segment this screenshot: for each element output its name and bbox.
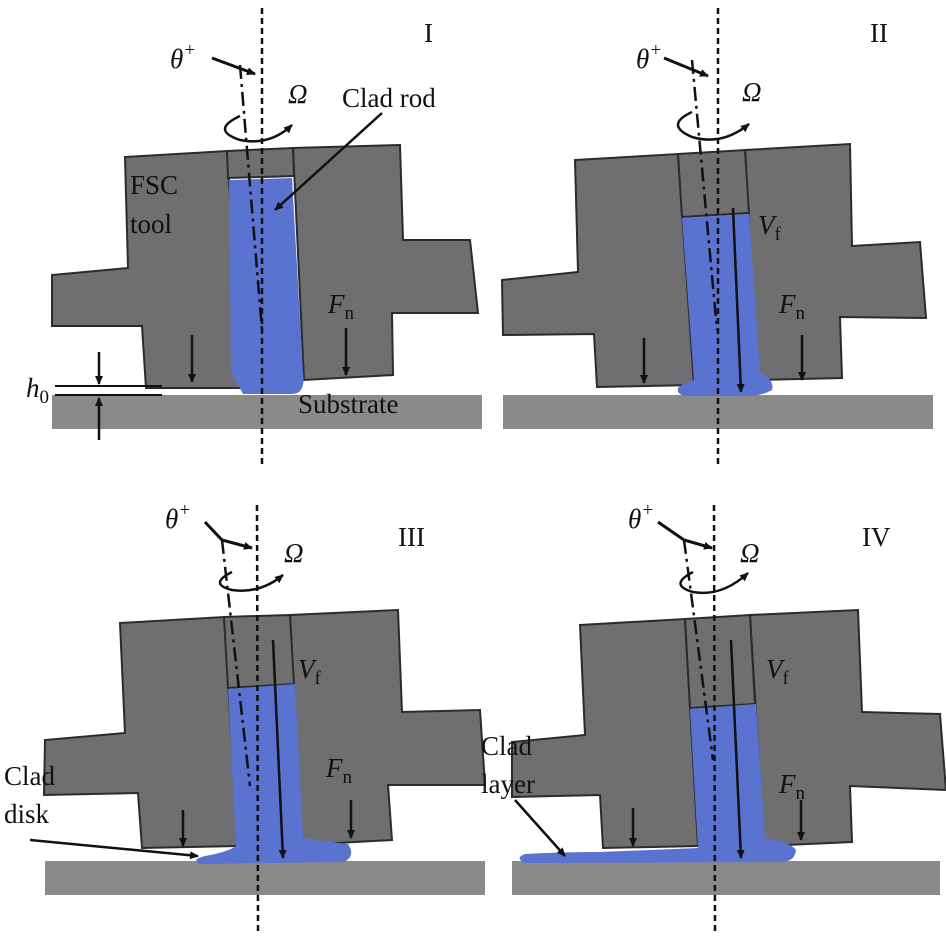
theta-arrow bbox=[203, 520, 253, 550]
tool-label-line1: FSC bbox=[130, 170, 178, 200]
feed-label-iii: Vf bbox=[298, 654, 322, 689]
rotation-arrow bbox=[679, 570, 749, 595]
panel-i: I θ+ Ω Clad rod FSC tool Fn Substrate h0 bbox=[26, 8, 482, 465]
tilted-axis bbox=[682, 539, 715, 761]
feed-arrow bbox=[271, 639, 287, 859]
theta-arrow bbox=[211, 56, 256, 76]
fsc-tool-bore-top bbox=[222, 613, 296, 690]
fsc-tool-left bbox=[511, 617, 700, 850]
clad-rod bbox=[677, 214, 773, 397]
stage-label-ii: II bbox=[870, 18, 888, 48]
omega-label-iv: Ω bbox=[740, 538, 760, 568]
omega-label-ii: Ω bbox=[742, 77, 762, 107]
gap-label: h0 bbox=[26, 373, 49, 408]
theta-label-i: θ+ bbox=[170, 40, 196, 74]
clad-rod-label: Clad rod bbox=[342, 83, 436, 113]
clad-disk-label-line1: Clad bbox=[4, 761, 55, 791]
clad-disk-label-line2: disk bbox=[4, 799, 50, 829]
rotation-arrow bbox=[218, 570, 284, 592]
panel-iv: IV θ+ Ω Vf Fn Clad layer bbox=[481, 500, 946, 933]
feed-arrow bbox=[729, 639, 745, 859]
rotation-arrow bbox=[223, 114, 293, 143]
force-label-iv: Fn bbox=[778, 769, 806, 804]
omega-label-iii: Ω bbox=[284, 538, 304, 568]
fsc-tool-right bbox=[748, 608, 946, 848]
panel-ii: II θ+ Ω Vf Fn bbox=[500, 8, 933, 465]
substrate-label: Substrate bbox=[298, 389, 399, 419]
fsc-tool-right bbox=[288, 608, 487, 847]
omega-label-i: Ω bbox=[288, 79, 308, 109]
theta-label-iv: θ+ bbox=[628, 500, 654, 534]
fsc-tool-right bbox=[291, 143, 480, 382]
panel-iii: III θ+ Ω Vf Fn Clad disk bbox=[4, 500, 487, 933]
feed-arrow bbox=[731, 207, 745, 393]
theta-label-iii: θ+ bbox=[165, 500, 191, 534]
rotation-arrow bbox=[676, 110, 750, 141]
clad-layer-label-line1: Clad bbox=[481, 731, 532, 761]
stage-label-iv: IV bbox=[862, 522, 891, 552]
clad-layer-label-line2: layer bbox=[481, 769, 535, 799]
stage-label-i: I bbox=[424, 18, 433, 48]
clad-layer-leader bbox=[514, 799, 566, 857]
fsc-tool-left bbox=[500, 152, 696, 389]
theta-arrow bbox=[657, 520, 713, 550]
clad-rod-leader bbox=[274, 112, 383, 211]
clad-rod bbox=[519, 704, 796, 863]
tilted-axis bbox=[238, 64, 264, 331]
feed-label-iv: Vf bbox=[766, 654, 790, 689]
vertical-axis bbox=[255, 504, 260, 933]
substrate bbox=[512, 861, 940, 895]
fsc-tool-left bbox=[42, 615, 240, 850]
tool-label-line2: tool bbox=[130, 209, 172, 239]
stage-label-iii: III bbox=[398, 522, 425, 552]
theta-arrow bbox=[663, 56, 709, 78]
force-label-ii: Fn bbox=[778, 289, 806, 324]
clad-rod bbox=[229, 178, 304, 394]
force-label-iii: Fn bbox=[325, 753, 353, 788]
fsc-tool-bore-top bbox=[225, 146, 296, 180]
force-label-i: Fn bbox=[327, 289, 355, 324]
tilted-axis bbox=[690, 59, 719, 331]
fsc-tool-bore-top bbox=[676, 148, 751, 219]
substrate bbox=[52, 395, 482, 429]
vertical-axis bbox=[712, 504, 717, 933]
fsc-tool-right bbox=[743, 142, 928, 382]
theta-label-ii: θ+ bbox=[636, 40, 662, 74]
clad-rod bbox=[196, 684, 352, 864]
clad-disk-leader bbox=[29, 838, 199, 860]
substrate bbox=[45, 861, 485, 895]
feed-label-ii: Vf bbox=[758, 210, 782, 245]
